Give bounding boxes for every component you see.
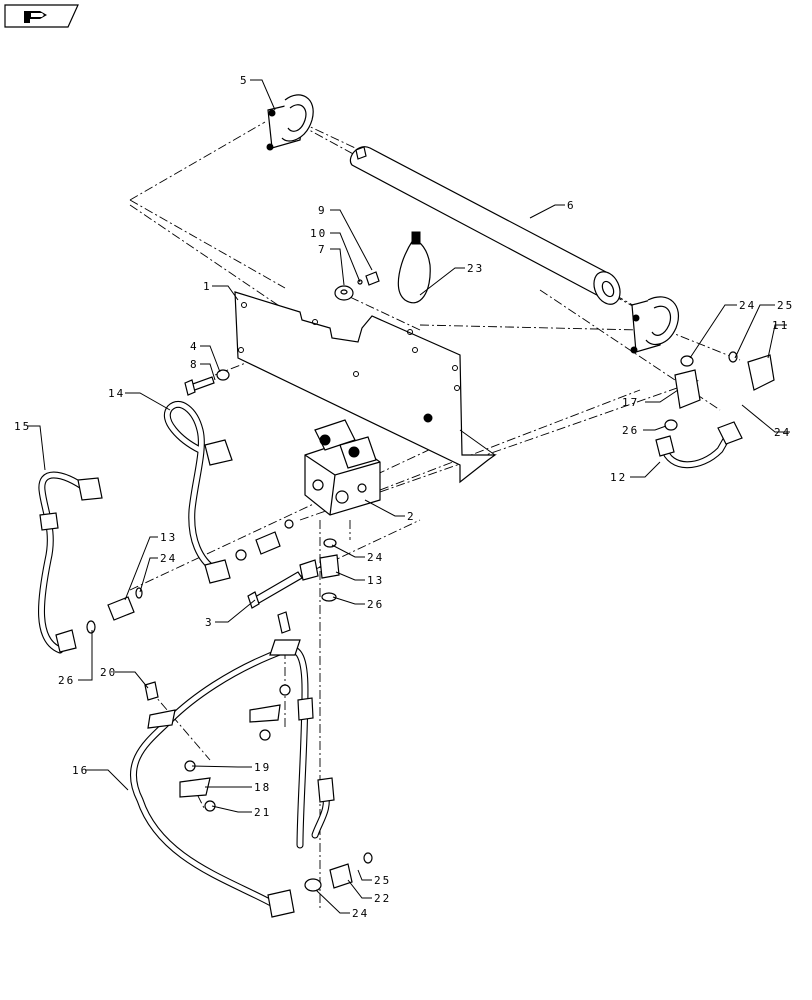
callout-26-right: 26 xyxy=(622,424,639,437)
callout-13-left: 13 xyxy=(160,531,177,544)
accumulator-cylinder xyxy=(349,146,621,305)
callout-22: 22 xyxy=(374,892,391,905)
callout-26-valve: 26 xyxy=(367,598,384,611)
valve-block xyxy=(304,419,381,516)
mounting-plate xyxy=(234,291,497,484)
callout-16: 16 xyxy=(72,764,89,777)
callout-24-top: 24 xyxy=(739,299,756,312)
callout-17: 17 xyxy=(622,396,639,409)
clamp-hardware xyxy=(144,611,301,812)
callout-25-top: 25 xyxy=(777,299,794,312)
fittings-valve xyxy=(235,519,340,602)
nav-button[interactable] xyxy=(4,4,79,28)
callout-7: 7 xyxy=(318,243,327,256)
fittings-left xyxy=(86,587,143,634)
callout-8: 8 xyxy=(190,358,199,371)
callout-3: 3 xyxy=(205,616,214,629)
callout-21: 21 xyxy=(254,806,271,819)
washer-bolt-set xyxy=(334,271,380,301)
callout-25-bottom: 25 xyxy=(374,874,391,887)
cable-tie xyxy=(397,231,431,304)
callout-10: 10 xyxy=(310,227,327,240)
callout-19: 19 xyxy=(254,761,271,774)
callout-6: 6 xyxy=(567,199,576,212)
callout-9: 9 xyxy=(318,204,327,217)
callout-4: 4 xyxy=(190,340,199,353)
hose-15 xyxy=(37,471,103,654)
callout-12: 12 xyxy=(610,471,627,484)
clamp-lower xyxy=(630,296,679,354)
callout-13-valve: 13 xyxy=(367,574,384,587)
callout-24-right: 24 xyxy=(774,426,791,439)
hand-pointer-icon xyxy=(24,11,47,23)
callout-18: 18 xyxy=(254,781,271,794)
fittings-bottom xyxy=(304,852,373,892)
callout-15: 15 xyxy=(14,420,31,433)
callout-24-bottom: 24 xyxy=(352,907,369,920)
callout-5: 5 xyxy=(240,74,249,87)
callout-20: 20 xyxy=(100,666,117,679)
callout-2: 2 xyxy=(407,510,416,523)
bolt-and-washer xyxy=(184,369,230,396)
callout-14: 14 xyxy=(108,387,125,400)
callout-labels: 5 6 9 10 7 23 1 4 8 14 15 2 3 13 24 26 2… xyxy=(14,74,794,920)
callout-1: 1 xyxy=(203,280,212,293)
callout-24-valve: 24 xyxy=(367,551,384,564)
leader-lines xyxy=(28,79,790,914)
callout-24-left: 24 xyxy=(160,552,177,565)
callout-23: 23 xyxy=(467,262,484,275)
assembly-lines xyxy=(129,121,741,910)
hose-14 xyxy=(163,400,233,584)
fittings-right xyxy=(655,351,775,469)
tube-16 xyxy=(130,645,335,918)
long-bolt xyxy=(247,571,303,609)
callout-11: 11 xyxy=(772,319,789,332)
clamp-upper xyxy=(266,94,314,151)
callout-26-left: 26 xyxy=(58,674,75,687)
